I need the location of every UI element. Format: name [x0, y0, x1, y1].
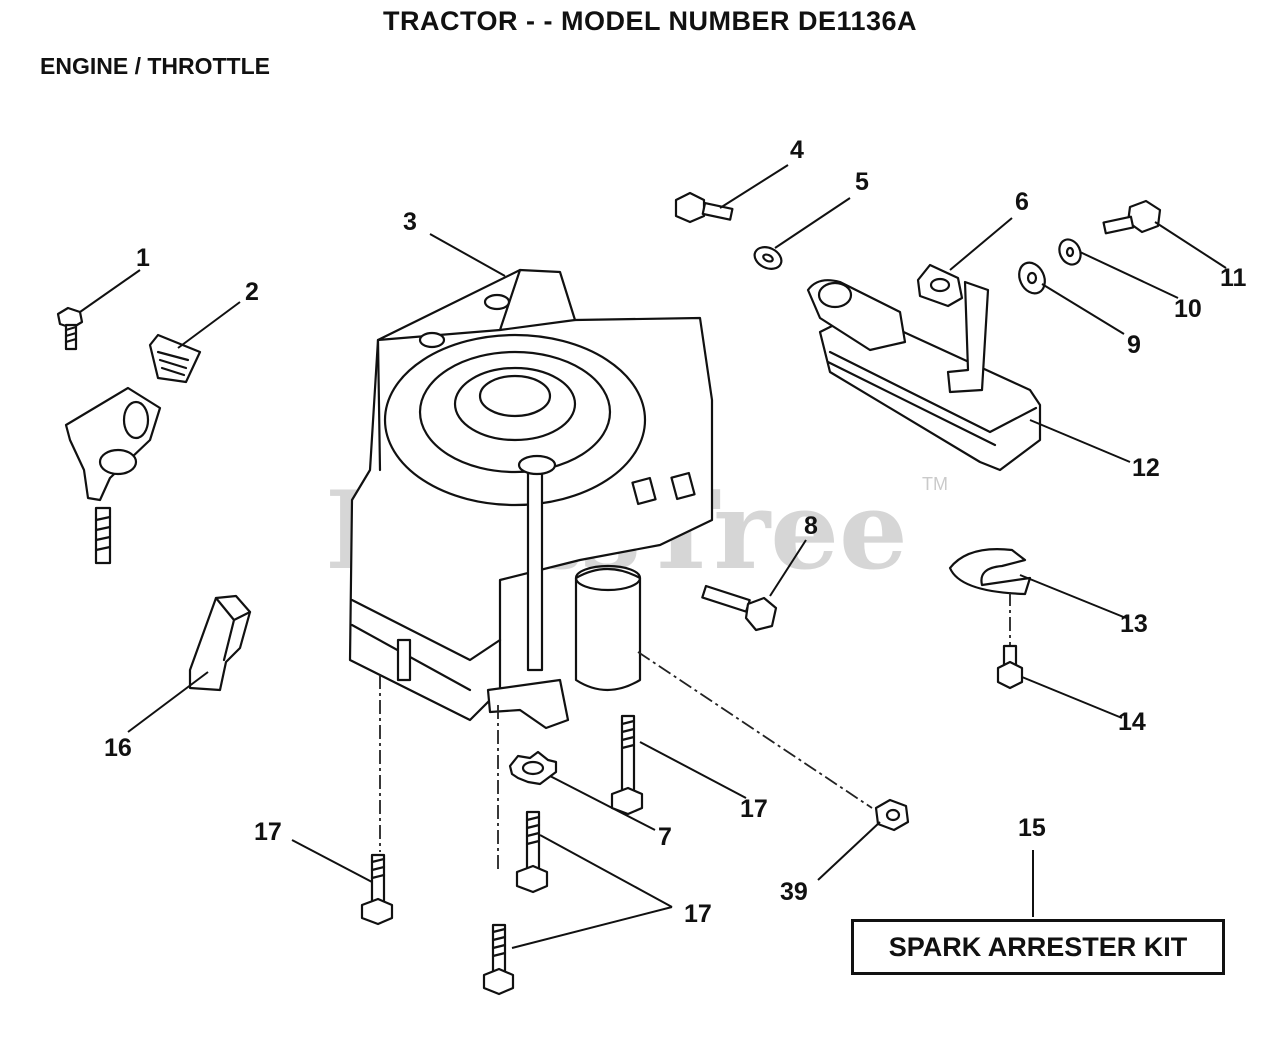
section-title: ENGINE / THROTTLE	[40, 53, 270, 79]
part-9-washer[interactable]	[1014, 258, 1049, 297]
part-4-bolt[interactable]	[674, 191, 734, 224]
part-17-bolt-right[interactable]	[610, 714, 644, 816]
part-5-washer[interactable]	[751, 243, 785, 273]
part-14-screw[interactable]	[996, 644, 1024, 690]
part-6-gasket[interactable]	[916, 263, 964, 308]
callout-12: 12	[1132, 454, 1160, 482]
spark-arrester-kit-box[interactable]: SPARK ARRESTER KIT	[851, 919, 1225, 975]
centerline	[637, 651, 873, 809]
part-13-heat-shield[interactable]	[948, 548, 1032, 596]
part-17-bolt-bottom[interactable]	[482, 923, 515, 996]
callout-15: 15	[1018, 814, 1046, 842]
callout-9: 9	[1127, 331, 1141, 359]
diagram-title: TRACTOR - - MODEL NUMBER DE1136A	[382, 6, 918, 36]
callout-6: 6	[1015, 188, 1029, 216]
callout-2: 2	[245, 278, 259, 306]
part-7-star-washer[interactable]	[508, 750, 558, 786]
part-10-washer[interactable]	[1055, 236, 1084, 268]
callout-13: 13	[1120, 610, 1148, 638]
callout-8: 8	[804, 512, 818, 540]
watermark-trademark: TM	[922, 474, 948, 494]
callout-17-right: 17	[740, 795, 768, 823]
callout-39: 39	[780, 878, 808, 906]
callout-1: 1	[136, 244, 150, 272]
callout-4: 4	[790, 136, 804, 164]
part-16-bracket[interactable]	[188, 594, 252, 692]
part-1-bolt[interactable]	[56, 306, 84, 351]
callout-11: 11	[1220, 264, 1247, 292]
part-2-throttle-control[interactable]	[64, 333, 202, 565]
callout-17-left: 17	[254, 818, 282, 846]
part-8-bolt[interactable]	[701, 584, 778, 632]
callout-7: 7	[658, 823, 672, 851]
leader-lines	[79, 164, 1227, 949]
callout-3: 3	[403, 208, 417, 236]
callout-10: 10	[1174, 295, 1202, 323]
callout-5: 5	[855, 168, 869, 196]
part-17-bolt-center[interactable]	[515, 810, 549, 894]
part-17-bolt-left[interactable]	[360, 853, 394, 926]
callout-14: 14	[1118, 708, 1146, 736]
callout-16: 16	[104, 734, 132, 762]
part-3-engine[interactable]	[348, 268, 714, 730]
callout-17-bottom: 17	[684, 900, 712, 928]
part-12-muffler[interactable]	[806, 279, 1042, 472]
part-39-nut[interactable]	[874, 798, 910, 832]
part-11-bolt[interactable]	[1102, 199, 1162, 235]
